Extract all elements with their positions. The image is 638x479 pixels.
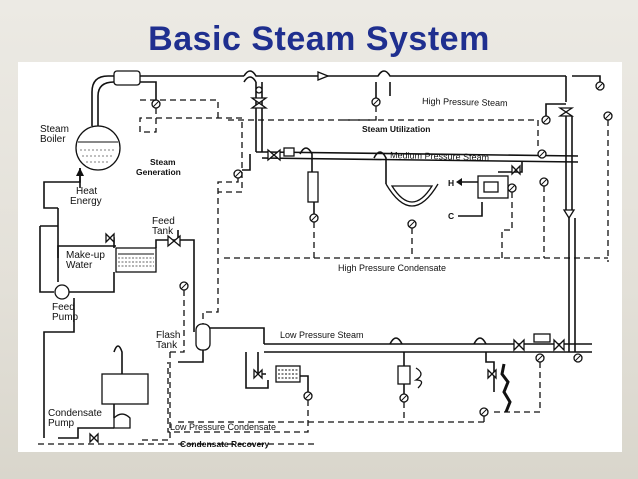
fan-icon bbox=[413, 367, 423, 389]
condensate-recovery-label: Condensate Recovery bbox=[180, 439, 270, 449]
heat-energy-label-2: Energy bbox=[70, 196, 102, 207]
steam-generation-label-2: Generation bbox=[136, 167, 181, 177]
steam-separator bbox=[113, 70, 141, 86]
steam-boiler-label-2: Boiler bbox=[40, 134, 66, 145]
high-pressure-condensate-label: High Pressure Condensate bbox=[338, 263, 446, 273]
condensate-valve bbox=[89, 432, 99, 444]
prv-valve-1 bbox=[249, 97, 269, 109]
condensate-pump bbox=[113, 413, 131, 429]
high-pressure-steam-label: High Pressure Steam bbox=[422, 96, 508, 108]
condensate-pump-label-1: Condensate bbox=[48, 408, 102, 419]
make-up-valve bbox=[105, 232, 115, 244]
flash-tank-label-2: Tank bbox=[156, 340, 178, 351]
c-label: C bbox=[448, 211, 454, 221]
steam-boiler bbox=[75, 125, 121, 171]
steam-utilization-label: Steam Utilization bbox=[362, 124, 430, 134]
condensate-pump-label-2: Pump bbox=[48, 418, 75, 429]
h-label: H bbox=[448, 178, 454, 188]
flow-arrow-down bbox=[562, 209, 576, 220]
feed-pump bbox=[54, 284, 70, 300]
steam-boiler-label-1: Steam bbox=[40, 124, 69, 135]
make-up-water-label-1: Make-up bbox=[66, 250, 105, 261]
lp-prv bbox=[533, 333, 551, 343]
low-pressure-condensate-label: Low Pressure Condensate bbox=[170, 422, 276, 432]
jacketed-kettle bbox=[390, 185, 434, 203]
condensate-receiver bbox=[101, 373, 149, 405]
feed-tank-label-2: Tank bbox=[152, 226, 174, 237]
slide-title: Basic Steam System bbox=[148, 20, 490, 58]
unit-heater bbox=[397, 365, 411, 385]
flow-arrow-hp bbox=[317, 71, 330, 81]
valve-heater bbox=[511, 164, 521, 176]
valve-mp-1 bbox=[267, 148, 281, 162]
make-up-water-label-2: Water bbox=[66, 260, 93, 271]
lp-valve-2 bbox=[553, 338, 565, 352]
tracer-coil bbox=[500, 363, 512, 413]
lp-user-valve bbox=[253, 368, 263, 380]
heat-energy-label-1: Heat bbox=[76, 186, 97, 197]
feed-tank-valve bbox=[167, 234, 181, 248]
lp-valve-1 bbox=[513, 338, 525, 352]
feed-tank bbox=[115, 247, 157, 273]
flash-tank bbox=[195, 323, 211, 351]
diagram-panel: Steam Boiler Heat Energy Steam Generatio… bbox=[18, 62, 622, 452]
low-pressure-steam-label: Low Pressure Steam bbox=[280, 330, 364, 340]
flash-tank-label-1: Flash bbox=[156, 330, 180, 341]
feed-pump-label-1: Feed bbox=[52, 302, 75, 313]
feed-tank-label-1: Feed bbox=[152, 216, 175, 227]
tracer-valve bbox=[487, 368, 497, 380]
steam-generation-label-1: Steam bbox=[150, 157, 176, 167]
medium-pressure-steam-label: Medium Pressure Steam bbox=[390, 150, 489, 163]
steam-system-diagram: Steam Boiler Heat Energy Steam Generatio… bbox=[38, 70, 613, 449]
feed-pump-label-2: Pump bbox=[52, 312, 79, 323]
prv-valve-2 bbox=[557, 107, 575, 117]
heat-exchanger-1 bbox=[307, 171, 319, 203]
